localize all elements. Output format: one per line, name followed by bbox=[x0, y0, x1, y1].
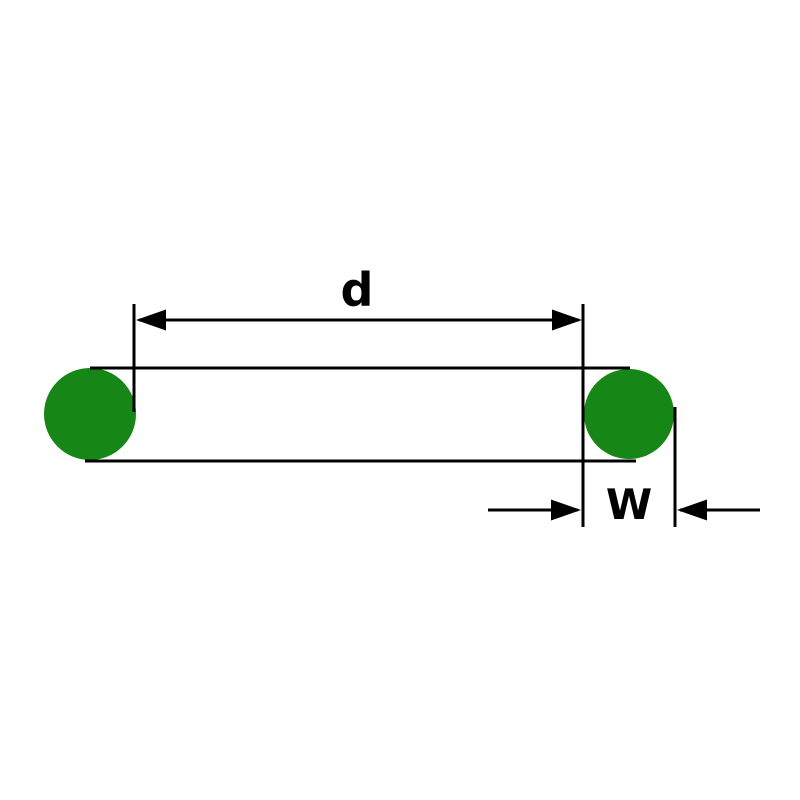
width-label: W bbox=[606, 480, 652, 529]
left-ring-cross-section bbox=[44, 368, 136, 460]
diameter-label: d bbox=[341, 263, 374, 317]
right-ring-cross-section bbox=[584, 369, 674, 459]
